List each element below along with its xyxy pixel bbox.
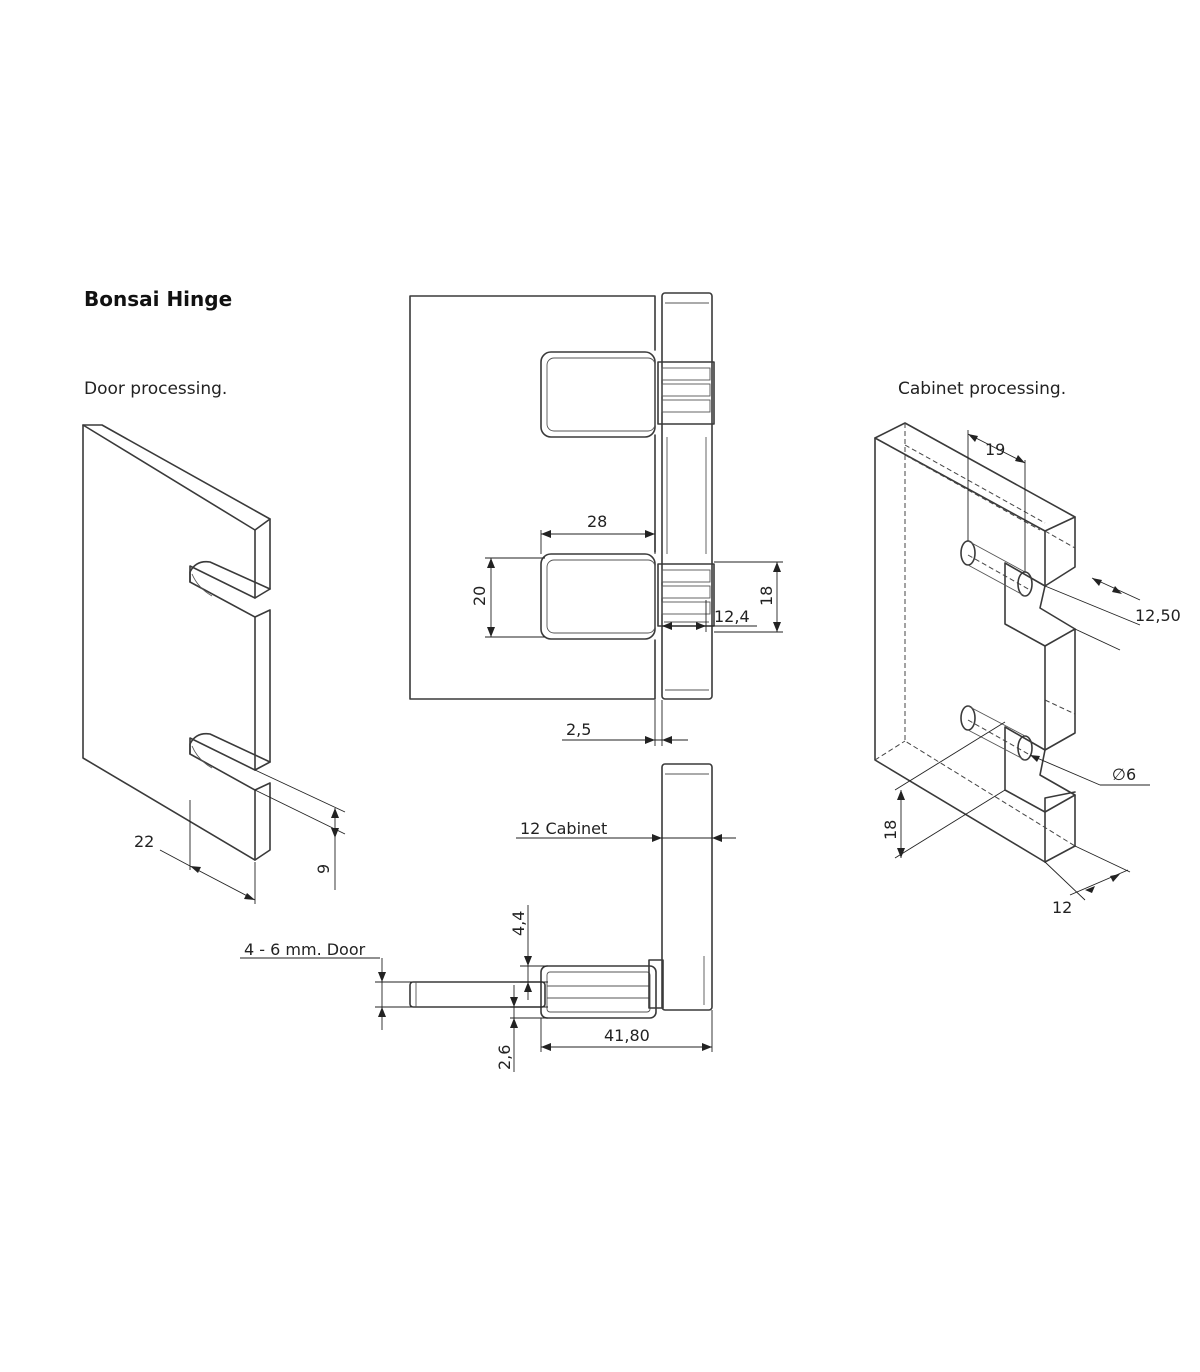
dim-door-slot-depth: 22 — [134, 832, 154, 851]
dim-leaf-height: 20 — [470, 586, 489, 606]
door-processing-view: 22 9 — [82, 424, 346, 904]
hinge-front-view: 28 20 18 12,4 2,5 — [409, 292, 783, 746]
dim-door-slot-width: 9 — [314, 864, 333, 874]
dim-door-label: 4 - 6 mm. Door — [244, 940, 366, 959]
dim-cab-depth-label: 12,50 — [1135, 606, 1181, 625]
dim-cab-thickness: 12 — [1052, 898, 1072, 917]
dim-knuckle-height: 18 — [757, 586, 776, 606]
cabinet-processing-caption: Cabinet processing. — [898, 379, 1066, 399]
dim-gap: 2,5 — [566, 720, 591, 739]
dim-bottom-offset: 2,6 — [495, 1045, 514, 1070]
dim-overall-depth: 41,80 — [604, 1026, 650, 1045]
dim-cab-diameter: ∅6 — [1112, 765, 1136, 784]
door-processing-caption: Door processing. — [84, 379, 227, 399]
hinge-top-view: 12 Cabinet 4,4 4 - 6 mm. Door 2,6 41,80 — [240, 763, 736, 1072]
dim-knuckle-offset: 12,4 — [714, 607, 750, 626]
dim-cab-hole-spacing: 19 — [985, 440, 1005, 459]
dim-cabinet-label: 12 Cabinet — [520, 819, 607, 838]
drawing-title: Bonsai Hinge — [84, 287, 232, 311]
dim-cab-side-height: 18 — [881, 820, 900, 840]
dim-top-offset: 4,4 — [509, 911, 528, 936]
dim-leaf-width: 28 — [587, 512, 607, 531]
cabinet-processing-view: 19 12,50 ∅6 18 12 — [874, 422, 1181, 917]
